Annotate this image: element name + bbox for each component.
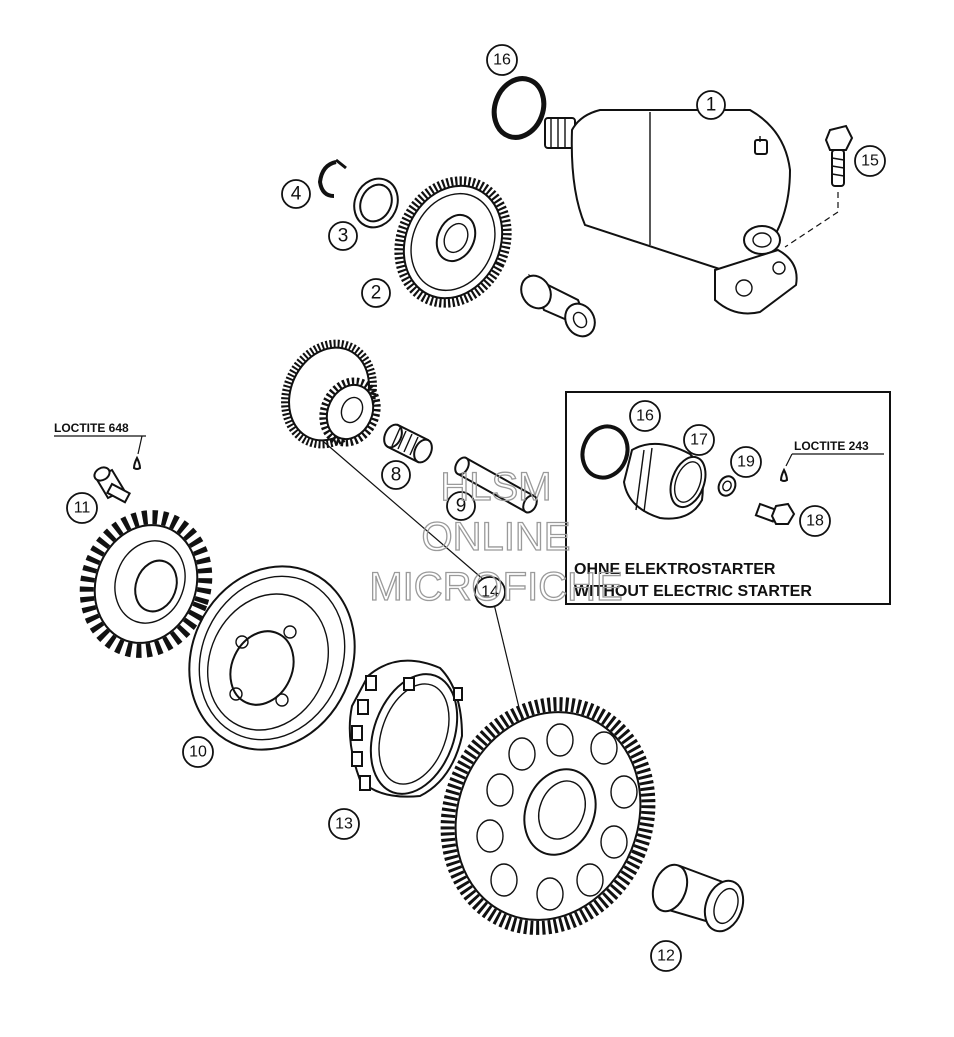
callout-12: 12: [650, 940, 682, 972]
screw-11: [93, 455, 142, 504]
svg-text:12: 12: [657, 948, 675, 965]
callout-18: 18: [799, 505, 831, 537]
gear-2: [394, 176, 512, 308]
shaft-9: [454, 456, 538, 514]
loctite-648-note: LOCTITE 648: [54, 421, 129, 435]
callout-15: 15: [854, 145, 886, 177]
svg-text:16: 16: [493, 52, 511, 69]
svg-text:1: 1: [706, 95, 717, 116]
svg-text:19: 19: [737, 454, 755, 471]
svg-text:10: 10: [189, 744, 207, 761]
svg-text:11: 11: [74, 500, 91, 517]
needle-bearing-8: [383, 423, 433, 464]
svg-text:ONLINE: ONLINE: [422, 515, 571, 559]
circlip-4: [317, 158, 347, 198]
watermark: HLSM ONLINE MICROFICHE: [369, 464, 624, 609]
svg-text:8: 8: [391, 465, 402, 486]
callout-19: 19: [730, 446, 762, 478]
callout-8: 8: [381, 460, 411, 490]
svg-text:14: 14: [481, 584, 499, 601]
svg-text:2: 2: [371, 283, 382, 304]
callout-14: 14: [474, 576, 506, 608]
ring-gear-left: [79, 510, 213, 658]
needle-bearing-12: [651, 863, 745, 933]
bolt-15: [784, 124, 854, 248]
svg-text:3: 3: [338, 226, 349, 247]
callout-16-top: 16: [486, 44, 518, 76]
callout-4: 4: [281, 179, 311, 209]
callout-10: 10: [182, 736, 214, 768]
callout-16-inset: 16: [629, 400, 661, 432]
double-gear-14: [281, 339, 381, 449]
svg-text:HLSM: HLSM: [440, 465, 551, 509]
svg-text:9: 9: [456, 496, 467, 517]
flywheel-10: [188, 565, 356, 751]
o-ring-16: [491, 76, 547, 140]
callout-13: 13: [328, 808, 360, 840]
inset-label-de: OHNE ELEKTROSTARTER: [574, 561, 776, 578]
callout-1: 1: [696, 90, 726, 120]
starter-motor-1: [544, 109, 798, 315]
bushing-sleeve: [520, 273, 596, 338]
freewheel-13: [348, 659, 464, 798]
inset-label-en: WITHOUT ELECTRIC STARTER: [574, 583, 812, 600]
callout-17: 17: [683, 424, 715, 456]
svg-text:16: 16: [636, 408, 654, 425]
inset-panel: [565, 391, 891, 605]
callout-3: 3: [328, 221, 358, 251]
callout-9: 9: [446, 491, 476, 521]
starter-gear-large: [440, 697, 656, 935]
svg-text:13: 13: [335, 816, 353, 833]
loctite-243-note: LOCTITE 243: [794, 439, 869, 453]
svg-text:4: 4: [291, 184, 302, 205]
svg-text:MICROFICHE: MICROFICHE: [369, 565, 622, 609]
callout-2: 2: [361, 278, 391, 308]
callout-11: 11: [66, 492, 98, 524]
washer-3: [353, 177, 399, 229]
svg-text:18: 18: [806, 513, 824, 530]
svg-text:15: 15: [861, 153, 879, 170]
svg-text:17: 17: [690, 432, 708, 449]
